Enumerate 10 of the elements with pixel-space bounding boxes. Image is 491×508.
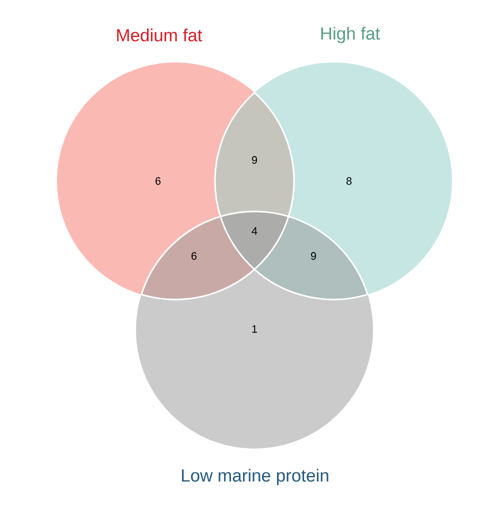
region-count: 6 [156, 177, 161, 185]
region-count: 8 [346, 177, 352, 185]
set-title: High fat [321, 26, 380, 44]
region-count: 4 [252, 227, 258, 235]
set-title: Low marine protein [182, 468, 328, 486]
region-count: 9 [311, 252, 316, 260]
region-count: 6 [192, 252, 197, 260]
set-title: Medium fat [117, 28, 202, 42]
region-count: 1 [252, 325, 257, 333]
region-count: 9 [252, 156, 257, 164]
